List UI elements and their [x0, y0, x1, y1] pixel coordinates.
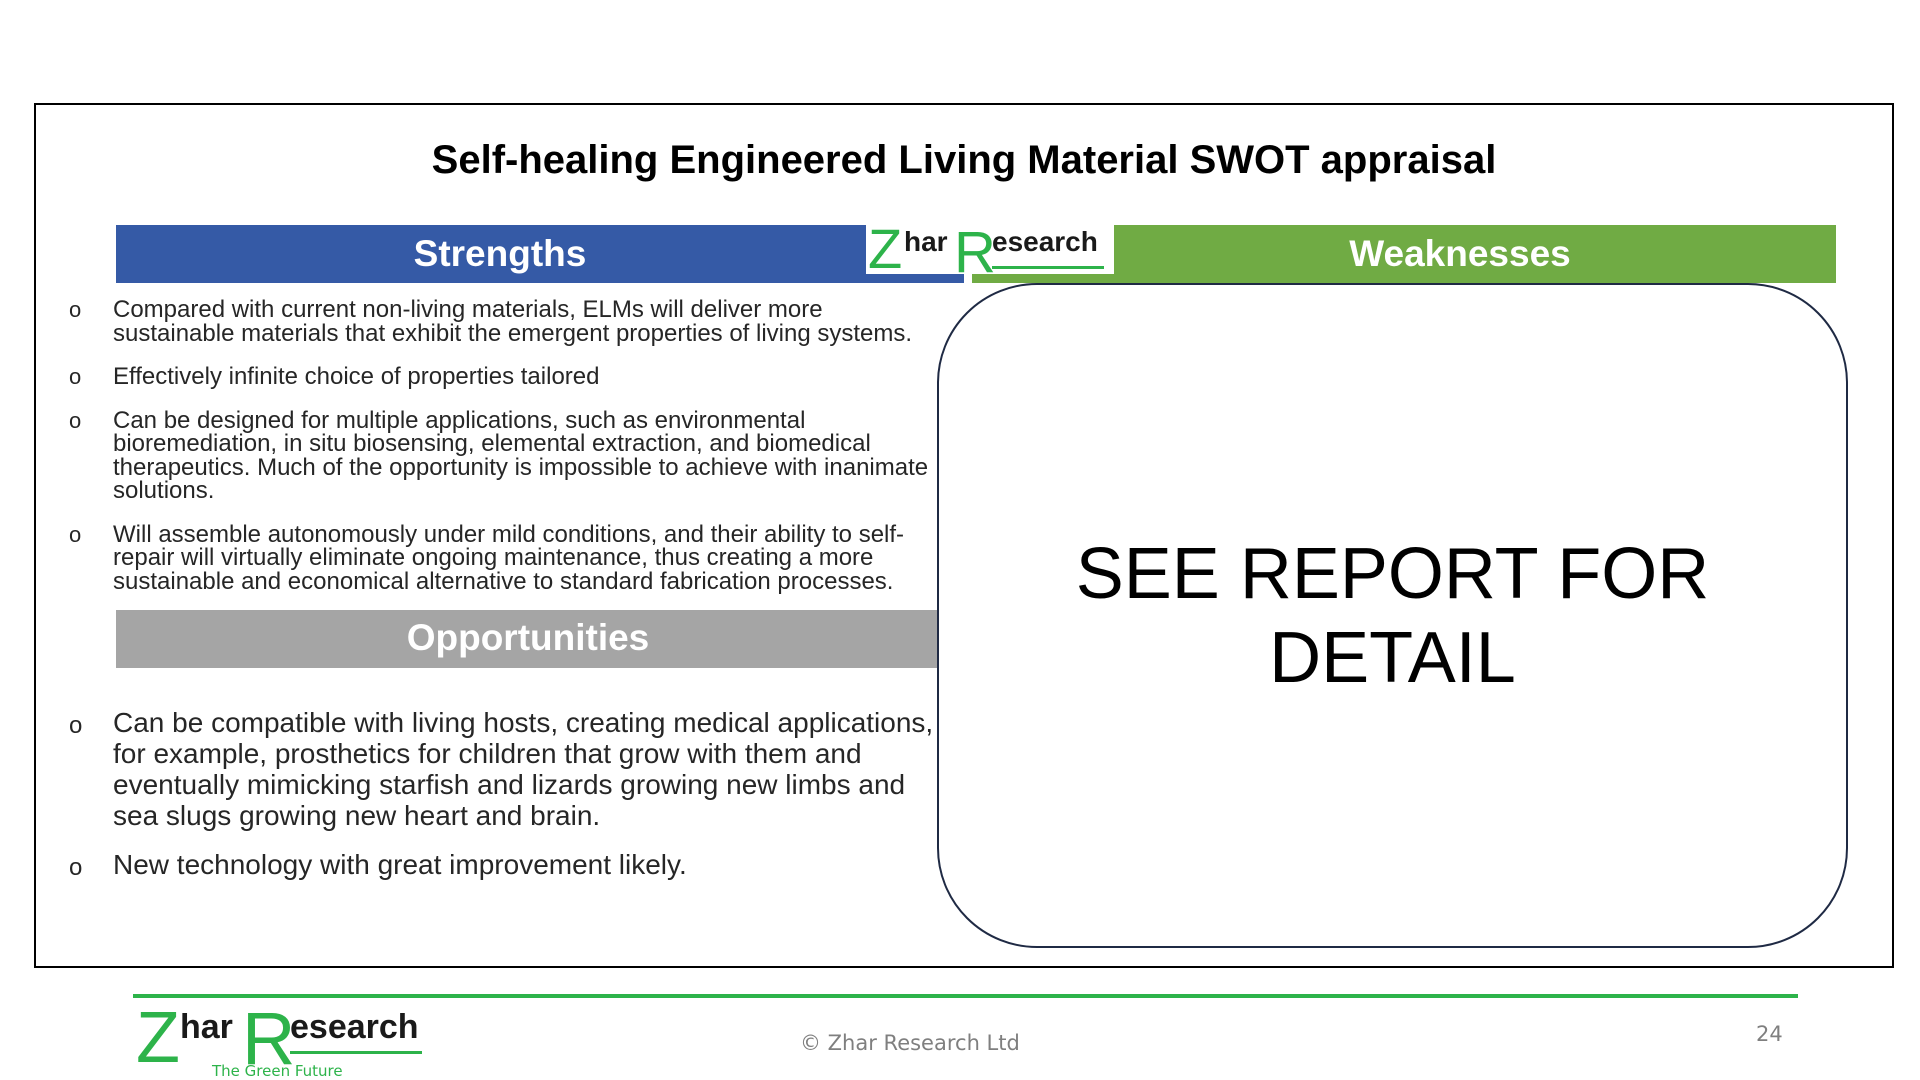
list-item: o Can be compatible with living hosts, c… — [69, 707, 943, 831]
zhar-research-logo-header: Z har R esearch — [866, 220, 1114, 274]
weaknesses-detail-box: SEE REPORT FOR DETAIL — [937, 283, 1848, 948]
zhar-research-logo-footer: Z har R esearch The Green Future — [134, 996, 434, 1080]
list-item: o Can be designed for multiple applicati… — [69, 406, 943, 504]
logo-letter-z: Z — [868, 220, 902, 274]
footer-divider — [133, 994, 1798, 998]
logo-text-har: har — [904, 226, 948, 257]
logo-underline — [992, 266, 1104, 269]
opportunity-text: New technology with great improvement li… — [113, 849, 687, 880]
page-number: 24 — [1756, 1022, 1783, 1046]
list-item: o New technology with great improvement … — [69, 849, 943, 881]
strength-text: Will assemble autonomously under mild co… — [113, 520, 905, 595]
logo-tagline: The Green Future — [211, 1062, 343, 1080]
bullet-icon: o — [69, 521, 82, 547]
see-report-text: SEE REPORT FOR DETAIL — [1075, 533, 1710, 698]
bullet-icon: o — [69, 854, 83, 881]
opportunities-header: Opportunities — [116, 610, 940, 668]
strengths-header: Strengths — [116, 225, 964, 283]
bullet-icon: o — [69, 297, 82, 322]
copyright-text: © Zhar Research Ltd — [800, 1031, 1020, 1055]
bullet-icon: o — [69, 407, 82, 433]
logo-text-esearch: esearch — [290, 1008, 419, 1046]
list-item: o Compared with current non-living mater… — [69, 296, 943, 347]
strength-text: Effectively infinite choice of propertie… — [113, 363, 600, 390]
logo-letter-r: R — [242, 997, 295, 1080]
opportunity-text: Can be compatible with living hosts, cre… — [113, 707, 934, 831]
strength-text: Compared with current non-living materia… — [113, 296, 913, 347]
slide-title: Self-healing Engineered Living Material … — [431, 138, 1497, 182]
logo-letter-z: Z — [136, 998, 180, 1078]
logo-underline — [290, 1051, 422, 1054]
bullet-icon: o — [69, 712, 83, 739]
list-item: o Effectively infinite choice of propert… — [69, 363, 943, 390]
list-item: o Will assemble autonomously under mild … — [69, 520, 943, 595]
weaknesses-header: Weaknesses — [972, 225, 1836, 283]
logo-letter-r: R — [954, 220, 996, 274]
opportunities-list: o Can be compatible with living hosts, c… — [69, 707, 943, 898]
logo-text-har: har — [180, 1008, 233, 1046]
slide-frame — [34, 103, 1894, 968]
strengths-list: o Compared with current non-living mater… — [69, 296, 943, 613]
bullet-icon: o — [69, 364, 82, 389]
logo-text-esearch: esearch — [992, 226, 1098, 257]
strength-text: Can be designed for multiple application… — [113, 406, 929, 504]
